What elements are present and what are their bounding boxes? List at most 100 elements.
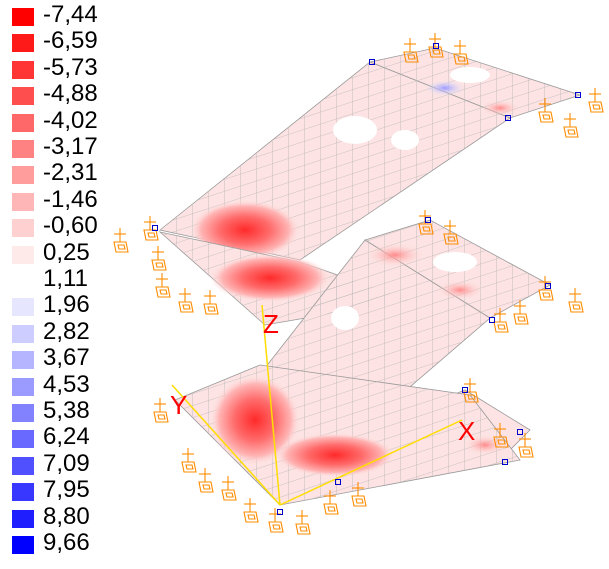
hole <box>331 306 359 330</box>
legend-swatch <box>12 298 34 317</box>
hole <box>333 116 377 144</box>
legend-value: 0,25 <box>43 238 90 266</box>
support-icon <box>203 290 219 315</box>
support-icon <box>568 288 584 313</box>
support-icon <box>518 433 534 458</box>
y-axis-line <box>171 384 281 506</box>
legend-swatch <box>12 166 34 185</box>
color-scale-legend: -7,44-6,59-5,73-4,88-4,02-3,17-2,31-1,46… <box>0 0 140 569</box>
legend-value: -6,59 <box>43 27 98 55</box>
boundary-node <box>335 479 341 485</box>
boundary-node <box>505 115 511 121</box>
legend-swatch <box>12 87 34 106</box>
boundary-nodes <box>152 43 581 515</box>
support-icon <box>453 40 469 65</box>
support-icon <box>463 378 479 403</box>
legend-swatch <box>12 509 34 528</box>
hole <box>433 252 477 272</box>
stress-warm-zone <box>365 243 425 267</box>
boundary-node <box>575 92 581 98</box>
legend-swatch <box>12 272 34 290</box>
stress-warm-zone <box>463 435 507 455</box>
legend-swatch <box>12 219 34 238</box>
stress-hot-zone <box>210 375 300 465</box>
support-icon <box>221 476 237 501</box>
boundary-node <box>545 283 551 289</box>
legend-value: -0,60 <box>43 212 98 240</box>
support-icon <box>493 308 509 333</box>
axis-label-z: Z <box>263 309 279 339</box>
support-icon <box>538 98 554 123</box>
legend-value: -1,46 <box>43 185 98 213</box>
support-icon <box>493 423 509 448</box>
axis-label-x: X <box>458 416 475 446</box>
stress-warm-zone <box>436 280 484 300</box>
legend-swatch <box>12 113 34 132</box>
legend-swatch <box>12 34 34 53</box>
legend-value: -4,02 <box>43 106 98 134</box>
legend-swatch <box>12 324 34 343</box>
legend-value: -5,73 <box>43 53 98 81</box>
support-icon <box>563 113 579 138</box>
legend-value: -2,31 <box>43 159 98 187</box>
legend-value: 5,38 <box>43 397 90 424</box>
x-axis-line <box>279 419 463 506</box>
support-icon <box>588 88 604 113</box>
legend-value: -4,88 <box>43 80 98 108</box>
legend-value: 2,82 <box>43 317 90 345</box>
legend-swatch <box>12 8 34 26</box>
legend-swatch <box>12 351 34 370</box>
stress-hot-zone <box>210 254 330 302</box>
support-icon <box>113 228 129 253</box>
boundary-node <box>152 225 158 231</box>
legend-swatch <box>12 456 34 475</box>
stress-hot-zone <box>275 433 395 477</box>
legend-value: 8,80 <box>43 502 90 530</box>
support-icon <box>513 300 529 325</box>
boundary-node <box>502 459 508 465</box>
support-icon <box>403 38 419 63</box>
boundary-node <box>517 429 523 435</box>
support-icon <box>181 448 197 473</box>
boundary-node <box>277 509 283 515</box>
legend-swatch <box>12 140 34 158</box>
support-icon <box>443 220 459 245</box>
legend-value: 9,66 <box>43 529 90 556</box>
legend-value: 7,09 <box>43 449 90 477</box>
support-icon <box>151 246 167 271</box>
legend-value: 6,24 <box>43 423 90 451</box>
support-symbols <box>113 33 604 535</box>
legend-value: -3,17 <box>43 133 98 160</box>
legend-value: 7,95 <box>43 476 90 504</box>
legend-swatch <box>12 536 34 554</box>
support-icon <box>155 273 171 298</box>
boundary-node <box>489 317 495 323</box>
legend-swatch <box>12 60 34 79</box>
support-icon <box>153 398 169 423</box>
boundary-node <box>433 43 439 49</box>
support-icon <box>243 498 259 523</box>
legend-value: 3,67 <box>43 344 90 372</box>
global-axes <box>171 304 463 506</box>
legend-swatch <box>12 377 34 396</box>
legend-swatch <box>12 430 34 449</box>
hole <box>391 130 419 150</box>
support-icon <box>143 216 159 241</box>
boundary-node <box>462 387 468 393</box>
legend-value: 4,53 <box>43 370 90 398</box>
boundary-node <box>425 217 431 223</box>
support-icon <box>198 468 214 493</box>
support-icon <box>351 482 367 507</box>
legend-value: 1,11 <box>43 265 88 292</box>
stress-blue-zone <box>425 80 465 96</box>
legend-value: -7,44 <box>43 1 98 28</box>
hole <box>450 67 490 83</box>
legend-swatch <box>12 404 34 422</box>
support-icon <box>323 490 339 515</box>
legend-swatch <box>12 192 34 211</box>
stress-warm-zone <box>480 100 520 116</box>
upper-slab <box>159 47 582 261</box>
support-icon <box>268 508 284 533</box>
support-icon <box>538 276 554 301</box>
